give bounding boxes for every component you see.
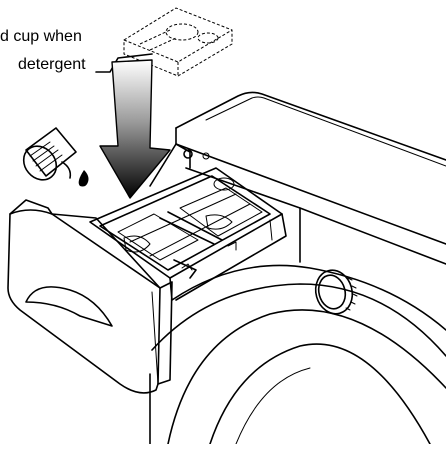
detergent-drawer [7, 167, 287, 394]
machine-top [149, 91, 446, 245]
caption: d cup when detergent [0, 28, 86, 73]
detergent-bottle-icon [22, 127, 89, 187]
insertion-arrow [99, 59, 171, 199]
caption-line-1: d cup when [0, 28, 82, 45]
machine-front [149, 167, 446, 445]
caption-line-2: detergent [18, 56, 86, 73]
liquid-detergent-cup-icon [123, 7, 233, 77]
control-knob-icon [314, 269, 358, 315]
